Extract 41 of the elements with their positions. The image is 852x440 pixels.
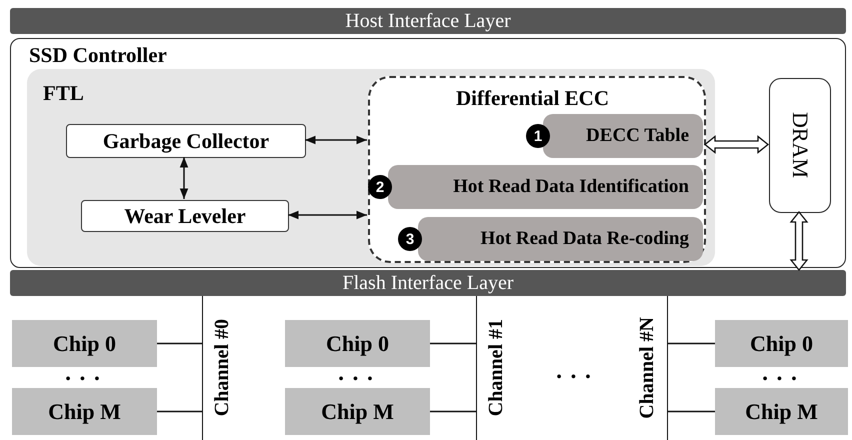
interface-layer-bar: Host Interface Layer — [10, 8, 846, 34]
module-label: Hot Read Data Identification — [453, 176, 689, 198]
double-arrow — [790, 210, 808, 272]
module-label: Hot Read Data Re-coding — [480, 228, 689, 250]
connector-line — [430, 410, 476, 412]
memory-box: DRAM — [769, 78, 831, 213]
step-number: 1 — [526, 124, 550, 148]
connector-line — [668, 410, 715, 412]
connector-line — [157, 410, 202, 412]
chip-box: Chip 0 — [715, 320, 848, 367]
step-number: 2 — [368, 175, 392, 199]
module-label: DECC Table — [586, 125, 689, 147]
group-title: Differential ECC — [456, 86, 609, 111]
panel-title: FTL — [43, 81, 84, 106]
chip-box: Chip 0 — [12, 320, 157, 367]
arrow — [305, 136, 367, 144]
channel-label: Channel #N — [636, 317, 659, 419]
chip-box: Chip 0 — [285, 320, 430, 367]
module-group — [368, 76, 706, 263]
connector-line — [157, 342, 202, 344]
channel-label: Channel #1 — [485, 319, 508, 417]
ellipsis-mark: • • • — [338, 372, 376, 388]
connector-line — [430, 342, 476, 344]
chip-box: Chip M — [715, 388, 848, 435]
panel-title: SSD Controller — [29, 43, 167, 68]
chip-box: Chip M — [285, 388, 430, 435]
arrow — [288, 210, 367, 220]
step-number: 3 — [398, 227, 422, 251]
double-arrow — [704, 135, 770, 154]
chip-box: Chip M — [12, 388, 157, 435]
ellipsis-mark: • • • — [762, 372, 800, 388]
channel-label: Channel #0 — [211, 319, 234, 417]
process-box: Garbage Collector — [66, 124, 306, 158]
process-box: Wear Leveler — [81, 200, 289, 232]
ftl-panel — [27, 69, 715, 266]
ellipsis-mark: • • • — [556, 370, 594, 386]
connector-line — [668, 342, 715, 344]
controller-panel — [10, 38, 846, 268]
arrow — [180, 157, 188, 199]
ellipsis-mark: • • • — [66, 372, 102, 388]
interface-layer-bar: Flash Interface Layer — [10, 270, 846, 296]
